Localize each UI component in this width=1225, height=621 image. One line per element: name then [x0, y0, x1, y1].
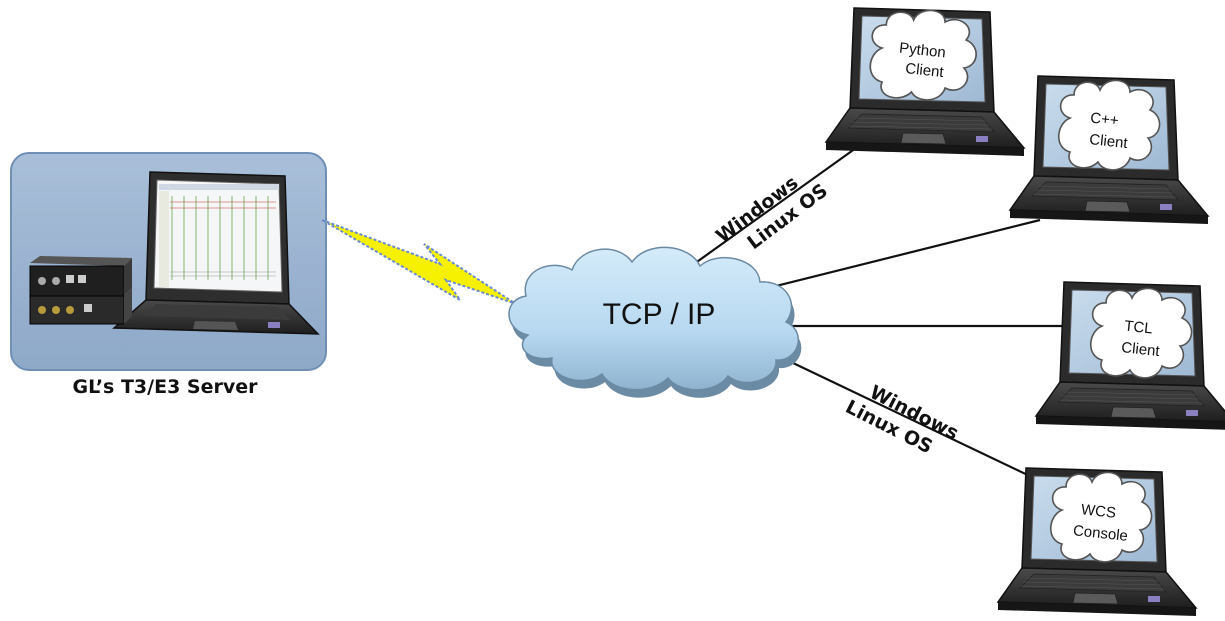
client-cpp-line1: C++	[1089, 110, 1119, 130]
client-wcs-line1: WCS	[1080, 501, 1117, 522]
client-laptop-python: Python Client	[825, 7, 1025, 157]
client-python-line2: Client	[905, 60, 946, 81]
tcp-ip-label: TCP / IP	[603, 298, 716, 331]
server-panel	[10, 152, 327, 371]
server-caption: GL’s T3/E3 Server	[72, 376, 258, 398]
client-laptop-cpp: C++ Client	[1009, 75, 1209, 225]
client-tcl-line2: Client	[1121, 339, 1162, 360]
t3e3-hardware	[29, 256, 132, 325]
client-wcs-line2: Console	[1072, 522, 1129, 545]
os-label-upper: Windows Linux OS	[712, 172, 832, 254]
client-laptop-tcl: TCL Client	[1035, 281, 1225, 431]
client-laptop-wcs: WCS Console	[997, 467, 1197, 617]
wireless-link	[321, 219, 517, 305]
tcp-ip-cloud: TCP / IP	[508, 246, 802, 398]
client-cpp-line2: Client	[1089, 131, 1130, 152]
os-label-lower: Windows Linux OS	[842, 381, 962, 458]
client-python-line1: Python	[898, 40, 946, 62]
client-tcl-line1: TCL	[1123, 318, 1153, 338]
